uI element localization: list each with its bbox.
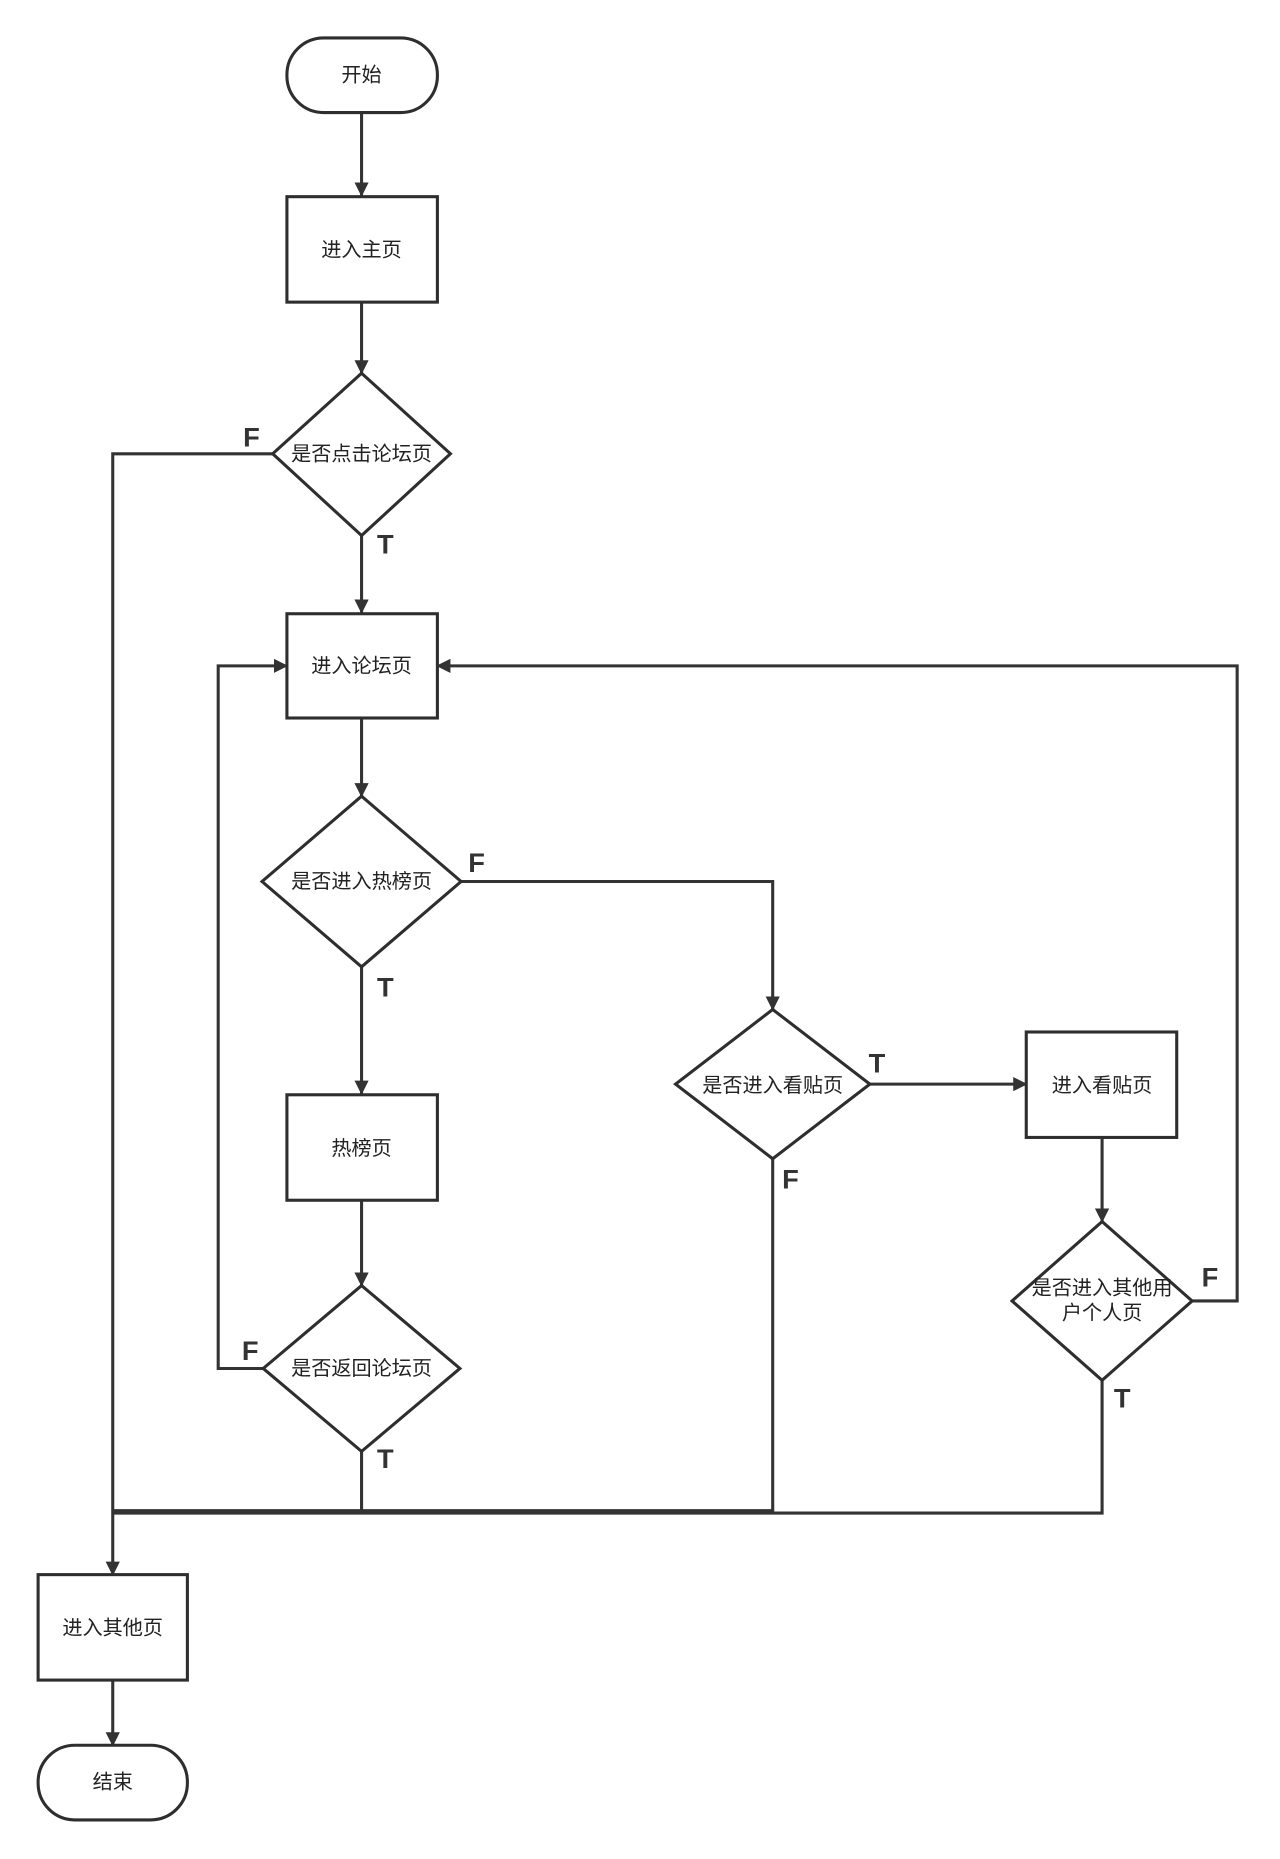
node-post: 进入看贴页: [1024, 1030, 1179, 1139]
edge-q-user-false: [436, 658, 1239, 1303]
node-start-label: 开始: [341, 62, 381, 86]
node-hot: 热榜页: [285, 1093, 439, 1202]
label-q-forum-true: T: [377, 528, 394, 559]
node-hot-label: 热榜页: [331, 1136, 391, 1160]
decision-hot-label: 是否进入热榜页: [291, 869, 432, 893]
decision-hot: 是否进入热榜页: [259, 794, 464, 969]
node-home-label: 进入主页: [321, 238, 402, 262]
label-q-back-true: T: [377, 1443, 394, 1474]
edge-q-back-false: [216, 658, 289, 1371]
label-q-post-true: T: [869, 1047, 886, 1078]
edge-q-hot-false: [461, 879, 780, 1011]
node-end: 结束: [36, 1743, 189, 1822]
node-home: 进入主页: [285, 195, 439, 304]
node-forum-label: 进入论坛页: [311, 654, 412, 678]
decision-back: 是否返回论坛页: [260, 1283, 463, 1454]
decision-back-label: 是否返回论坛页: [291, 1356, 432, 1380]
node-other: 进入其他页: [36, 1573, 189, 1682]
decision-user-label-line2: 户个人页: [1062, 1300, 1143, 1324]
node-start: 开始: [285, 36, 439, 115]
edges: [105, 112, 1239, 1747]
branch-labels: F T F T F T T F F T: [242, 422, 1218, 1474]
node-end-label: 结束: [93, 1770, 133, 1794]
edge-q-forum-false: [105, 452, 273, 1576]
decision-post: 是否进入看贴页: [673, 1007, 873, 1161]
node-post-label: 进入看贴页: [1052, 1073, 1153, 1097]
label-q-back-false: F: [242, 1335, 259, 1366]
label-q-hot-true: T: [377, 971, 394, 1002]
label-q-user-true: T: [1114, 1383, 1131, 1414]
edge-q-user-true: [112, 1380, 1104, 1515]
label-q-user-false: F: [1202, 1262, 1219, 1293]
label-q-forum-false: F: [243, 422, 260, 453]
decision-post-label: 是否进入看贴页: [702, 1073, 843, 1097]
node-forum: 进入论坛页: [285, 612, 439, 720]
decision-user-label-line1: 是否进入其他用: [1032, 1276, 1173, 1300]
decision-forum-label: 是否点击论坛页: [291, 441, 432, 465]
label-q-hot-false: F: [468, 847, 485, 878]
label-q-post-false: F: [782, 1163, 799, 1194]
node-other-label: 进入其他页: [62, 1616, 163, 1640]
decision-forum: 是否点击论坛页: [270, 371, 453, 538]
decision-user: 是否进入其他用 户个人页: [1009, 1219, 1195, 1383]
